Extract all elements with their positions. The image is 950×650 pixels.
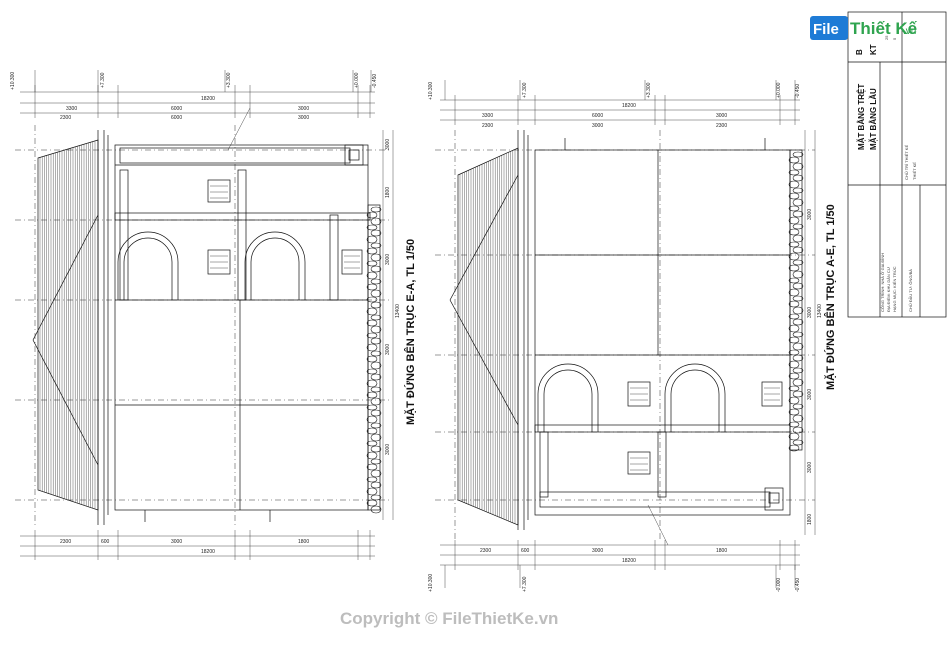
left-level-4: +0.000: [354, 72, 360, 88]
right-level-3: +3.300: [646, 82, 652, 98]
right-dim-top-r2-1: 2300: [482, 123, 493, 129]
right-dim-bottom-2: 600: [521, 548, 530, 554]
right-dim-right-6: 1800: [807, 514, 813, 525]
right-dim-bottom-3: 3000: [592, 548, 603, 554]
left-elevation: 18200 3300 6000 3000 2300 6000 3000 +10.…: [10, 70, 417, 560]
right-dim-top-1: 3300: [482, 113, 493, 119]
right-bottom-level-5: -0.450: [795, 578, 801, 592]
right-roof: [449, 130, 529, 530]
left-dim-right-5: 3000: [385, 344, 391, 355]
sheet-code-2: KT: [869, 44, 878, 55]
right-elevation: 18200 3300 6000 3000 2300 3000 2300 +10.…: [428, 80, 837, 592]
right-dimension-top: 18200 3300 6000 3000 2300 3000 2300 +10.…: [428, 80, 801, 129]
right-dim-top-r2-3: 2300: [716, 123, 727, 129]
sheet-code-1: B: [855, 49, 864, 55]
right-level-4: +0.000: [776, 82, 782, 98]
right-level-5: -0.450: [795, 84, 801, 98]
sheet-title-2: MẶT BẰNG LẦU: [868, 88, 878, 150]
left-dim-bottom-2: 600: [101, 539, 110, 545]
note-3: HẠNG MỤC: KIẾN TRÚC: [892, 266, 897, 312]
right-dim-right-3: 13400: [817, 304, 823, 318]
sheet-title-1: MẶT BẰNG TRỆT: [857, 84, 866, 150]
copyright-watermark: Copyright © FileThietKe.vn: [340, 609, 558, 628]
sheet-num-2: 5: [892, 37, 897, 40]
right-dim-overall: 18200: [622, 103, 636, 109]
left-stone-column: [366, 204, 382, 514]
left-dim-bottom-overall: 18200: [201, 549, 215, 555]
right-dim-right-2: 3000: [807, 307, 813, 318]
left-dim-right-2: 1800: [385, 187, 391, 198]
left-dim-bottom-3: 3000: [171, 539, 182, 545]
left-level-5: -0.450: [372, 74, 378, 88]
note-1: CÔNG TRÌNH: NHÀ Ở GIA ĐÌNH: [880, 253, 885, 312]
right-dimension-bottom: 2300 600 3000 1800 18200 +10.300 +7.300 …: [428, 540, 801, 592]
right-bottom-level-4: -0.000: [776, 578, 782, 592]
left-dim-top-1: 3300: [66, 106, 77, 112]
left-level-2: +7.300: [100, 72, 106, 88]
right-dim-right-4: 3000: [807, 389, 813, 400]
left-elevation-title: MẶT ĐỨNG BÊN TRỤC E-A, TL 1/50: [404, 239, 417, 425]
left-dim-right-1: 3000: [385, 139, 391, 150]
left-dim-bottom-1: 2300: [60, 539, 71, 545]
right-dim-top-r2-2: 3000: [592, 123, 603, 129]
note-2: ĐỊA ĐIỂM: KHU DÂN CƯ: [886, 266, 891, 312]
right-dim-top-3: 3000: [716, 113, 727, 119]
footer-2: THIẾT KẾ: [912, 162, 917, 180]
right-dim-bottom-1: 2300: [480, 548, 491, 554]
logo-part-1: File: [813, 21, 839, 38]
logo-part-3: .vn: [903, 26, 916, 37]
right-dim-top-2: 6000: [592, 113, 603, 119]
right-level-1: +10.300: [428, 82, 434, 100]
left-roof: [32, 130, 109, 525]
footer-1: CHỦ TRÌ THIẾT KẾ: [904, 145, 909, 180]
right-dim-right-5: 3000: [807, 462, 813, 473]
left-dim-top-2: 6000: [171, 106, 182, 112]
filethietke-logo: File Thiết Kế .vn: [810, 16, 918, 40]
right-bottom-level-1: +10.300: [428, 574, 434, 592]
right-dim-bottom-4: 1800: [716, 548, 727, 554]
left-dim-bottom-4: 1800: [298, 539, 309, 545]
left-level-1: +10.300: [10, 72, 16, 90]
right-dim-right-1: 3000: [807, 209, 813, 220]
right-dimension-right: 3000 3000 13400 3000 3000 1800: [804, 130, 823, 535]
left-dim-right-4: 13400: [395, 304, 401, 318]
left-dim-right-6: 3000: [385, 444, 391, 455]
sheet-num-1: 25: [884, 35, 889, 40]
left-dim-overall: 18200: [201, 96, 215, 102]
left-dimension-top: 18200 3300 6000 3000 2300 6000 3000 +10.…: [10, 70, 378, 121]
left-dim-top-3: 3000: [298, 106, 309, 112]
left-dim-top-r2-2: 6000: [171, 115, 182, 121]
right-level-2: +7.300: [522, 82, 528, 98]
right-bottom-level-2: +7.300: [522, 576, 528, 592]
logo-part-2: Thiết Kế: [850, 19, 918, 38]
left-dim-top-r2-3: 3000: [298, 115, 309, 121]
left-level-3: +3.300: [226, 72, 232, 88]
right-building: [534, 138, 791, 546]
title-block: MẶT BẰNG TRỆT MẶT BẰNG LẦU B KT 25 5 CÔN…: [847, 11, 947, 318]
left-dim-top-r2-1: 2300: [60, 115, 71, 121]
note-4: CHỦ ĐẦU TƯ: ÔNG/BÀ: [908, 269, 913, 312]
left-dimension-right: 3000 1800 3000 13400 3000 3000: [382, 130, 401, 520]
right-elevation-title: MẶT ĐỨNG BÊN TRỤC A-E, TL 1/50: [824, 204, 837, 390]
left-dimension-bottom: 2300 600 3000 1800 18200: [20, 530, 375, 560]
left-dim-right-3: 3000: [385, 254, 391, 265]
right-dim-bottom-overall: 18200: [622, 558, 636, 564]
right-stone-column: [788, 149, 804, 452]
